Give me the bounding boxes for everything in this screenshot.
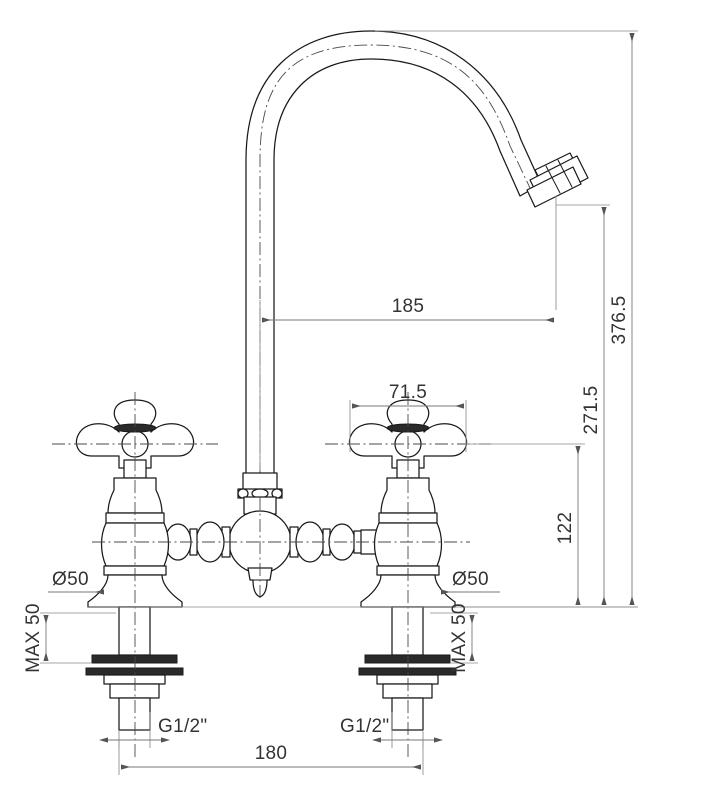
cross-handle-left [75, 399, 195, 479]
faucet-geometry [52, 30, 589, 760]
mounting-shank-right [358, 606, 457, 731]
dim-label-handle-axis-height: 122 [555, 512, 576, 545]
arm-left-ring-b [189, 528, 198, 556]
riser-collar-bead-right [271, 488, 283, 499]
valve-body-left [87, 477, 183, 608]
dim-label-outlet-height: 271.5 [581, 385, 602, 434]
dim-label-overall-height: 376.5 [609, 295, 630, 344]
shank-right-washer-a [364, 654, 451, 664]
dim-label-handle-spread: 71.5 [389, 382, 427, 403]
dimension-thread-left: G1/2" [99, 712, 207, 748]
dim-label-escutcheon-left: Ø50 [52, 569, 89, 590]
arm-right-ring-b [322, 528, 331, 556]
shank-left-tube [118, 606, 151, 656]
dimension-escutcheon-right: Ø50 [441, 569, 500, 595]
dim-label-spout-reach: 185 [392, 296, 425, 317]
dimension-handle-spread: 71.5 [349, 382, 467, 452]
aerator-rib-2 [557, 159, 573, 188]
shank-left-nut-upper [103, 674, 166, 685]
dimension-spout-reach: 185 [259, 196, 557, 470]
shank-right-tube [391, 606, 424, 656]
riser-collar-block [242, 472, 278, 491]
shank-left-thread [118, 697, 151, 731]
spout-aerator [526, 152, 589, 208]
shank-left-washer-a [91, 654, 178, 664]
dim-label-max-deck-right: MAX 50 [449, 603, 470, 672]
riser-collar-bead-left [237, 488, 249, 499]
aerator-collar-lower [526, 166, 582, 208]
dim-label-center-distance: 180 [255, 743, 288, 764]
mounting-shank-left [85, 606, 184, 731]
gooseneck-spout [245, 30, 542, 498]
dimension-annotations: 185 71.5 376.5 271.5 122 [23, 30, 638, 775]
spout-centerline [259, 44, 532, 497]
dimension-center-distance: 180 [118, 740, 424, 775]
dimension-outlet-height: 271.5 [556, 204, 610, 605]
spout-body-outline [245, 30, 542, 498]
shank-left-nut [109, 683, 160, 699]
shank-left-washer-b [85, 667, 184, 676]
shank-right-nut-upper [376, 674, 439, 685]
shank-right-thread [391, 697, 424, 731]
dim-label-escutcheon-right: Ø50 [452, 569, 489, 590]
shank-right-washer-b [358, 667, 457, 676]
dim-label-max-deck-left: MAX 50 [23, 603, 44, 672]
aerator-rib-1 [545, 165, 561, 194]
dimension-max-deck-right: MAX 50 [430, 603, 478, 673]
dim-label-thread-left: G1/2" [158, 716, 207, 737]
dimension-max-deck-left: MAX 50 [23, 603, 116, 673]
shank-right-nut [382, 683, 433, 699]
valve-assembly-right [348, 399, 468, 731]
valve-assembly-left [75, 399, 195, 731]
dimension-handle-axis-height: 122 [466, 443, 585, 605]
dim-label-thread-right: G1/2" [340, 716, 389, 737]
dimension-escutcheon-left: Ø50 [48, 569, 104, 595]
